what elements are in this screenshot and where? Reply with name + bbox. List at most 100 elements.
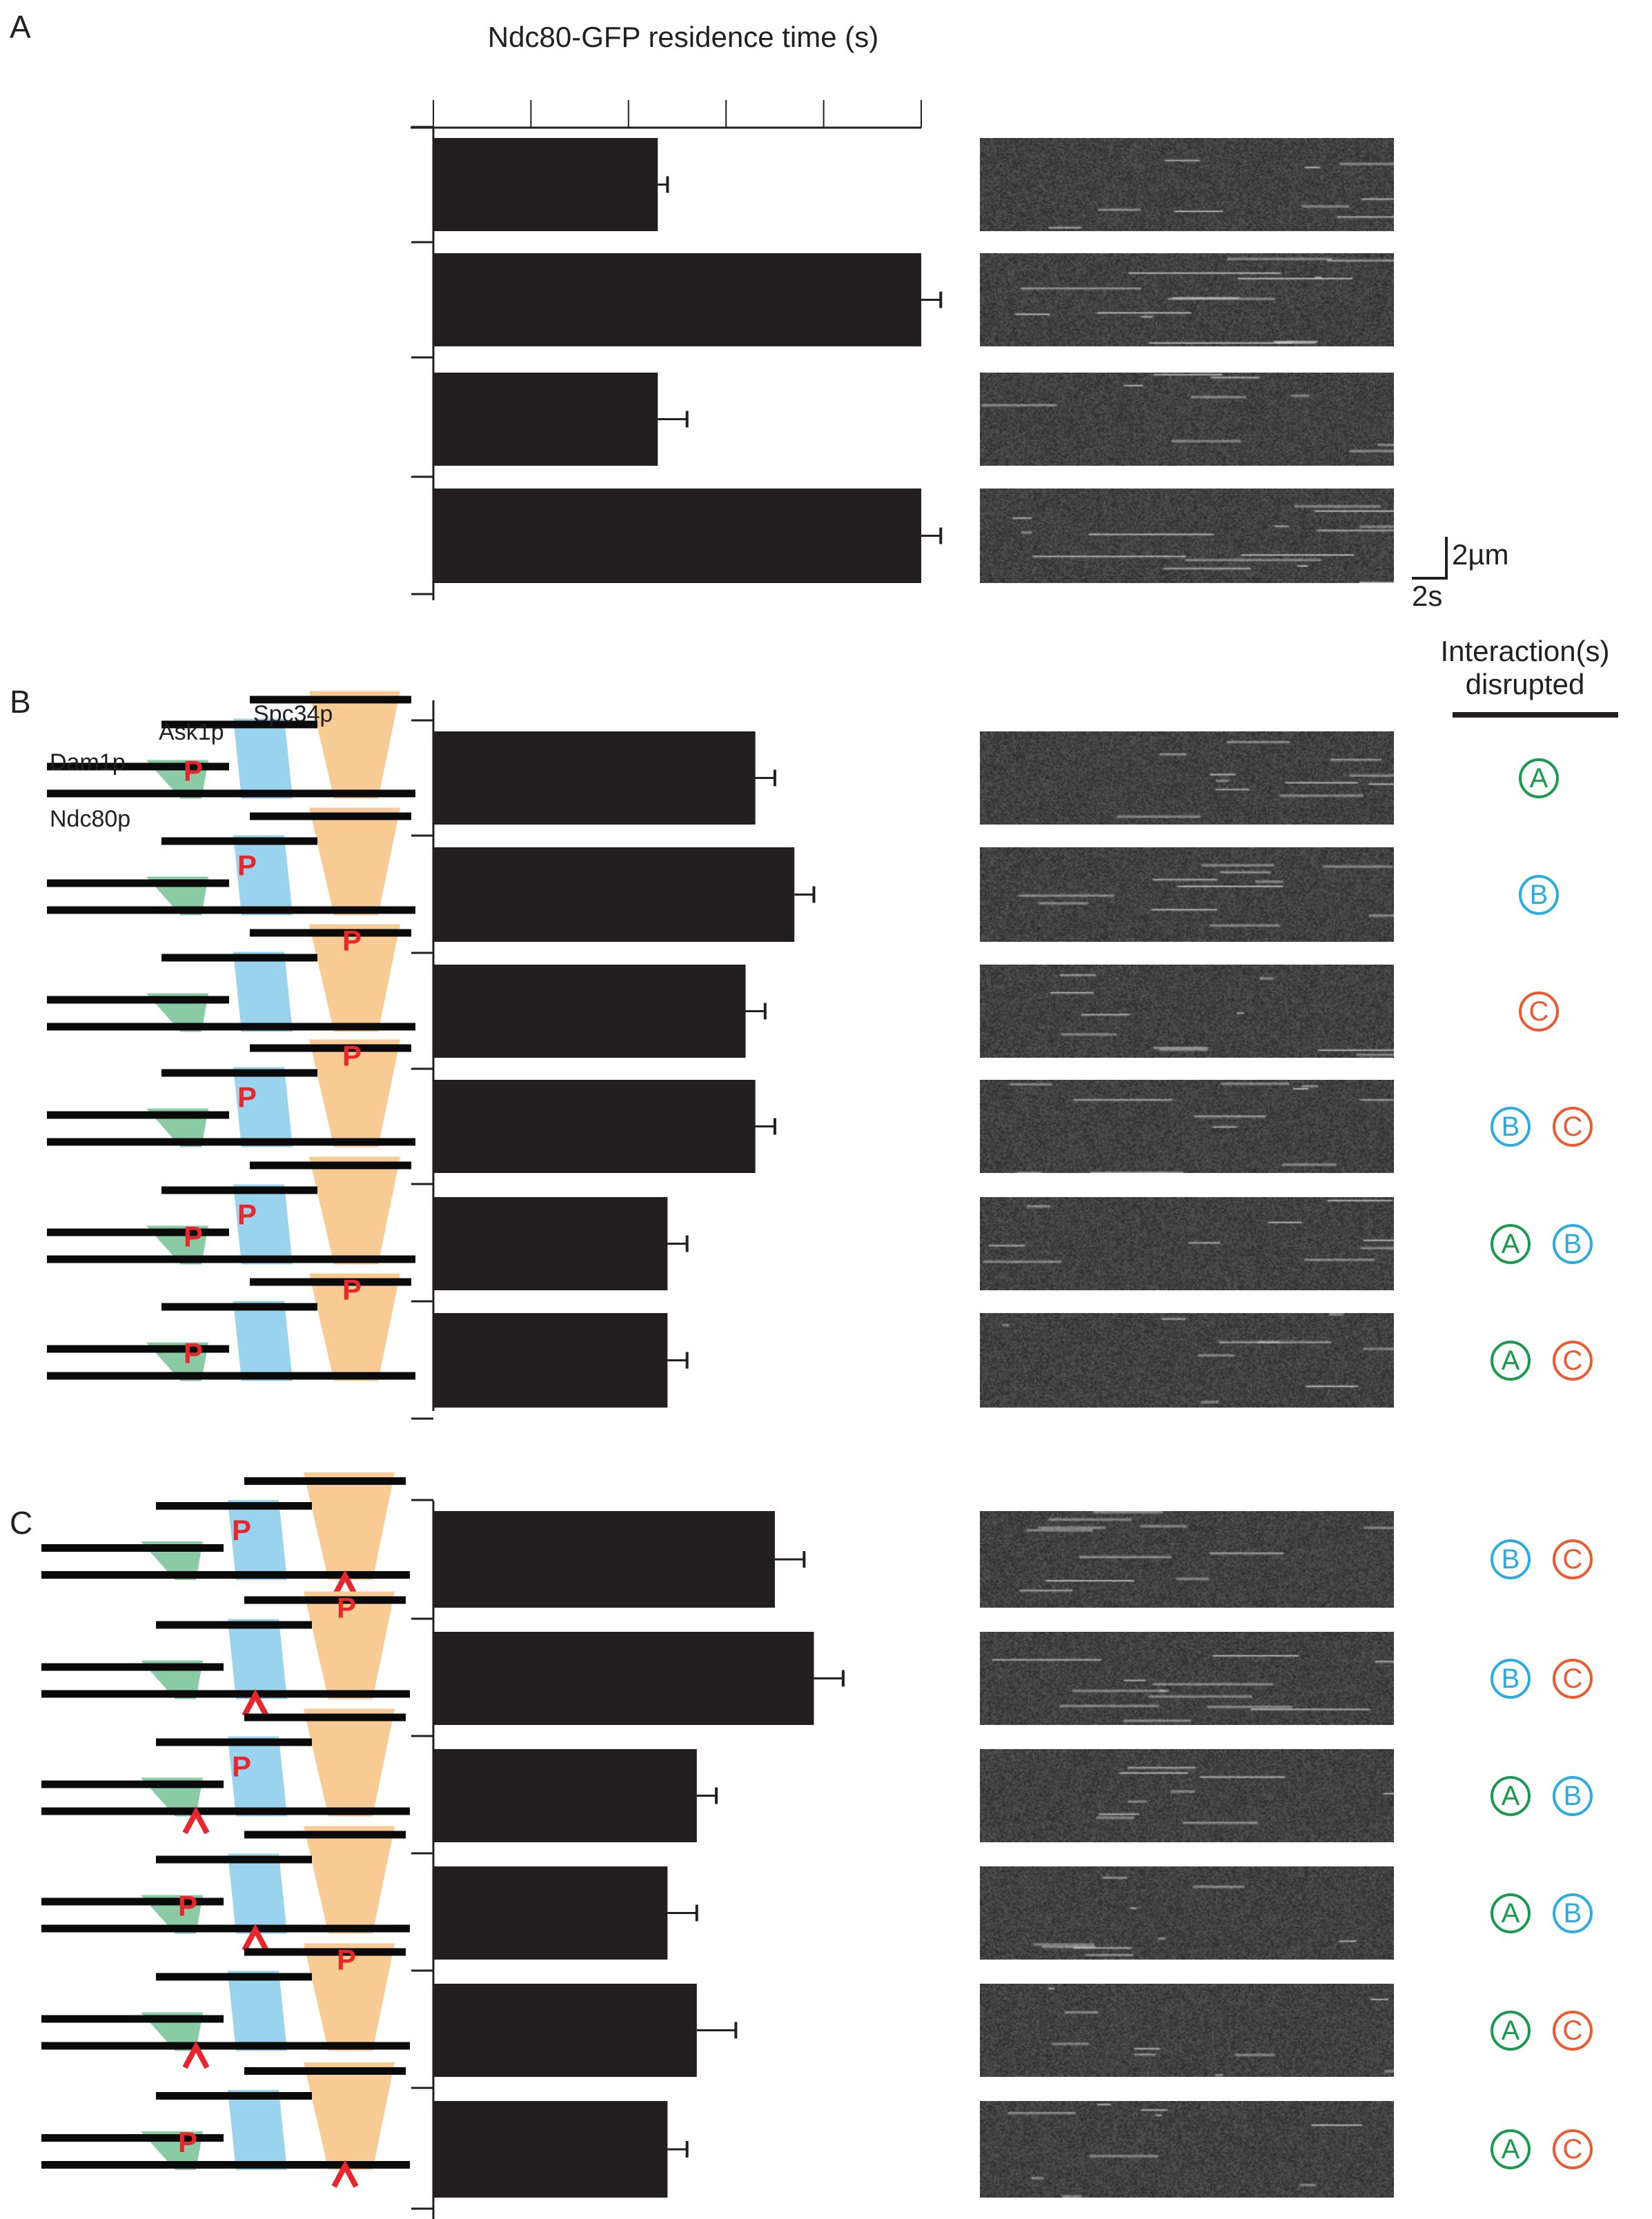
- spc34p-line: [250, 1278, 411, 1286]
- phospho-site-marker: P: [184, 755, 203, 787]
- interaction-header-line2: disrupted: [1465, 668, 1585, 700]
- kymograph-image: [980, 1197, 1394, 1290]
- kymograph-image: [980, 965, 1394, 1058]
- scale-bar-horizontal-label: 2s: [1412, 580, 1443, 612]
- ask1p-line: [156, 1738, 312, 1746]
- spc34p-line: [244, 1713, 406, 1722]
- dam1p-line: [41, 2015, 224, 2023]
- dam1p-line: [47, 762, 229, 771]
- spc34-shape: [309, 1039, 400, 1147]
- bar: [433, 1197, 668, 1290]
- mutation-caret-icon: [182, 1806, 210, 1835]
- phospho-site-marker: P: [337, 1592, 356, 1624]
- ndc80p-line: [41, 1571, 410, 1579]
- dam1p-line: [47, 1111, 229, 1119]
- interaction-badge-a: A: [1519, 758, 1559, 798]
- interaction-badge-a: A: [1491, 1775, 1531, 1816]
- panel-letter-c: C: [10, 1505, 33, 1541]
- interaction-header-line1: Interaction(s): [1440, 635, 1610, 667]
- phospho-site-marker: P: [342, 925, 362, 957]
- phospho-site-marker: P: [237, 1199, 257, 1231]
- interaction-badge-c: C: [1553, 1539, 1593, 1579]
- ask1p-line: [156, 1502, 312, 1510]
- ask1-shape: [228, 1736, 287, 1817]
- bar: [433, 138, 658, 231]
- ask1p-line: [161, 720, 317, 729]
- spc34-shape: [304, 1826, 395, 1934]
- interaction-badge-c: C: [1553, 1340, 1593, 1381]
- label-ask1p: Ask1p: [159, 719, 224, 745]
- bar: [433, 2101, 668, 2198]
- spc34-shape: [309, 1156, 400, 1265]
- ask1-shape: [233, 1067, 293, 1147]
- bar: [433, 731, 756, 825]
- kymograph-image: [980, 1749, 1394, 1842]
- kymograph-canvas: [980, 1511, 1394, 1608]
- kymograph-canvas: [980, 731, 1394, 825]
- dam1p-line: [41, 1544, 224, 1552]
- x-axis-title: Ndc80-GFP residence time (s): [487, 21, 879, 53]
- kymograph-canvas: [980, 1632, 1394, 1725]
- interaction-badge-c: C: [1519, 991, 1559, 1032]
- interaction-badge-b: B: [1491, 1106, 1531, 1147]
- ask1-shape: [233, 718, 293, 799]
- ndc80p-line: [41, 2042, 410, 2050]
- ask1p-line: [156, 1973, 312, 1981]
- ask1p-line: [156, 1855, 312, 1864]
- kymograph-image: [980, 373, 1394, 466]
- bar: [433, 1080, 756, 1173]
- mutation-caret-icon: [331, 1570, 359, 1598]
- interaction-badge-a: A: [1491, 2129, 1531, 2169]
- scale-bar-icon: [1412, 537, 1448, 580]
- interaction-badge-b: B: [1553, 1775, 1593, 1816]
- interaction-header: Interaction(s) disrupted: [1428, 635, 1622, 701]
- kymograph-canvas: [980, 1749, 1394, 1842]
- phospho-site-marker: P: [184, 1221, 203, 1253]
- interaction-badge-a: A: [1491, 1340, 1531, 1381]
- spc34-shape: [304, 2062, 395, 2170]
- spc34p-line: [244, 1477, 406, 1485]
- kymograph-image: [980, 2101, 1394, 2198]
- ndc80p-line: [41, 1690, 410, 1698]
- mutation-caret-icon: [182, 2041, 210, 2069]
- interaction-badge-c: C: [1553, 1658, 1593, 1699]
- kymograph-image: [980, 1511, 1394, 1608]
- bar: [433, 1511, 775, 1608]
- mutation-caret-icon: [331, 2160, 359, 2188]
- ndc80p-line: [41, 1807, 410, 1815]
- kymograph-canvas: [980, 138, 1394, 231]
- interaction-badge-a: A: [1491, 1893, 1531, 1933]
- dam1p-line: [47, 1228, 229, 1236]
- dam1p-line: [47, 1345, 229, 1353]
- interaction-header-underline: [1453, 712, 1618, 718]
- ask1-shape: [228, 1971, 287, 2051]
- spc34-shape: [304, 1708, 395, 1817]
- spc34-shape: [309, 924, 400, 1032]
- ask1p-line: [161, 1186, 317, 1194]
- ask1-shape: [233, 951, 293, 1032]
- spc34-shape: [309, 1273, 400, 1381]
- kymograph-canvas: [980, 965, 1394, 1058]
- kymograph-canvas: [980, 1197, 1394, 1290]
- kymograph-canvas: [980, 253, 1394, 346]
- ndc80p-line: [47, 1372, 415, 1380]
- ndc80p-line: [47, 1138, 415, 1146]
- bar: [433, 253, 921, 346]
- kymograph-canvas: [980, 2101, 1394, 2198]
- spc34p-line: [250, 1044, 411, 1052]
- bar: [433, 1313, 668, 1408]
- label-dam1p: Dam1p: [50, 749, 126, 776]
- ndc80p-line: [47, 1023, 415, 1031]
- kymograph-canvas: [980, 1313, 1394, 1408]
- bar: [433, 1749, 697, 1842]
- dam1p-line: [41, 1663, 224, 1671]
- spc34-shape: [309, 807, 400, 916]
- kymograph-image: [980, 847, 1394, 942]
- bar: [433, 1632, 814, 1725]
- spc34p-line: [244, 1596, 406, 1604]
- interaction-badge-c: C: [1553, 2010, 1593, 2051]
- ndc80p-line: [41, 2161, 410, 2169]
- spc34p-line: [250, 1161, 411, 1170]
- ask1p-line: [161, 1303, 317, 1311]
